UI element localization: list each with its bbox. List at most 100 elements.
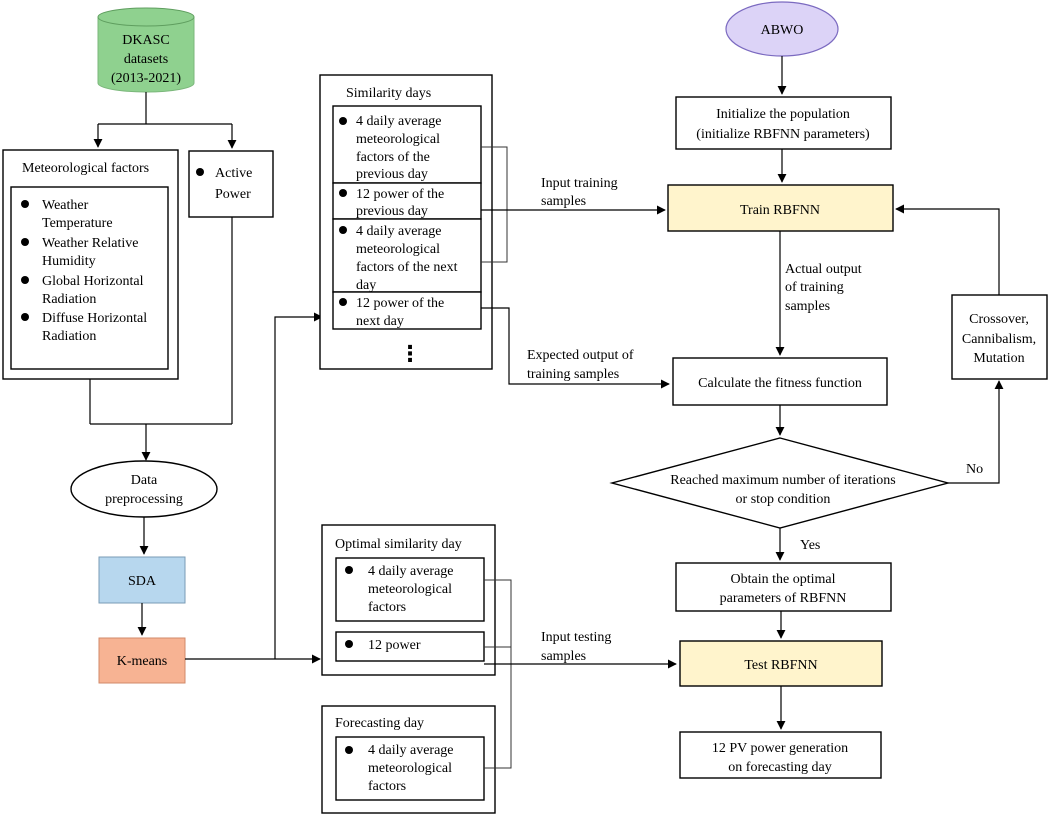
active-power-box: Active Power bbox=[188, 150, 274, 218]
test-rbfnn-box: Test RBFNN bbox=[679, 640, 883, 687]
actual-output-label-2: of training bbox=[785, 280, 844, 295]
forecasting-item-box bbox=[335, 736, 485, 801]
input-testing-label-2: samples bbox=[541, 649, 586, 664]
optimal-item-1-line-3: factors bbox=[368, 600, 406, 615]
bullet-icon bbox=[345, 746, 353, 754]
expected-output-label-2: training samples bbox=[527, 367, 619, 382]
sim-item-4-line-2: next day bbox=[356, 314, 404, 329]
actual-output-label-3: samples bbox=[785, 299, 830, 314]
cylinder-top bbox=[97, 7, 195, 27]
meteorological-inner-box bbox=[10, 186, 169, 370]
decision-line-1: Reached maximum number of iterations bbox=[670, 473, 896, 488]
arrow-no-branch bbox=[948, 380, 1004, 484]
sim-item-3-line-4: day bbox=[356, 278, 376, 293]
crossover-box: Crossover, Cannibalism, Mutation bbox=[951, 294, 1048, 380]
optimal-item-1-line-1: 4 daily average bbox=[368, 564, 454, 579]
similarity-days-box: Similarity days 4 daily average meteorol… bbox=[319, 74, 493, 370]
sim-item-1-line-4: previous day bbox=[356, 167, 428, 182]
optimal-item-box bbox=[335, 557, 485, 622]
expected-output-label-1: Expected output of bbox=[527, 348, 634, 363]
kmeans-label: K-means bbox=[117, 654, 168, 669]
bullet-icon bbox=[21, 200, 29, 208]
sim-item-3-line-3: factors of the next bbox=[356, 260, 458, 275]
crossover-line-2: Cannibalism, bbox=[962, 332, 1036, 347]
bullet-icon bbox=[21, 276, 29, 284]
met-item-1-line-2: Temperature bbox=[42, 216, 113, 231]
optimal-day-title: Optimal similarity day bbox=[335, 537, 462, 552]
sim-item-3-line-2: meteorological bbox=[356, 242, 440, 257]
abwo-node: ABWO bbox=[725, 1, 839, 57]
fitness-function-box: Calculate the fitness function bbox=[672, 357, 888, 406]
bullet-icon bbox=[345, 640, 353, 648]
met-item-4-line-1: Diffuse Horizontal bbox=[42, 311, 147, 326]
optimal-item-2-line-1: 12 power bbox=[368, 638, 421, 653]
active-power-line-2: Power bbox=[215, 187, 251, 202]
similarity-item-box bbox=[332, 105, 482, 184]
initialize-population-box: Initialize the population (initialize RB… bbox=[675, 96, 892, 150]
sim-item-3-line-1: 4 daily average bbox=[356, 224, 442, 239]
bullet-icon bbox=[196, 168, 204, 176]
actual-output-label-1: Actual output bbox=[785, 262, 862, 277]
meteorological-factors-box: Meteorological factors Weather Temperatu… bbox=[2, 149, 179, 380]
input-training-label-2: samples bbox=[541, 194, 586, 209]
met-item-2-line-1: Weather Relative bbox=[42, 236, 138, 251]
sda-label: SDA bbox=[128, 574, 157, 589]
kmeans-box: K-means bbox=[98, 637, 186, 684]
no-label: No bbox=[966, 462, 983, 477]
bullet-icon bbox=[345, 566, 353, 574]
obtain-line-1: Obtain the optimal bbox=[731, 572, 836, 587]
dataset-line-1: DKASC bbox=[122, 33, 169, 48]
yes-label: Yes bbox=[800, 538, 820, 553]
train-rbfnn-box: Train RBFNN bbox=[667, 184, 894, 232]
sim-item-1-line-2: meteorological bbox=[356, 132, 440, 147]
forecasting-item-1-line-3: factors bbox=[368, 779, 406, 794]
sda-box: SDA bbox=[98, 556, 186, 604]
bracket-test-inputs bbox=[484, 579, 512, 769]
optimal-similarity-day-box: Optimal similarity day 4 daily average m… bbox=[321, 524, 496, 676]
crossover-line-3: Mutation bbox=[973, 351, 1024, 366]
initialize-line-1: Initialize the population bbox=[716, 107, 850, 122]
similarity-item-box bbox=[332, 291, 482, 330]
sim-item-1-line-1: 4 daily average bbox=[356, 114, 442, 129]
met-item-3-line-2: Radiation bbox=[42, 292, 96, 307]
initialize-line-2: (initialize RBFNN parameters) bbox=[696, 127, 870, 142]
input-training-label-1: Input training bbox=[541, 176, 618, 191]
bullet-icon bbox=[339, 226, 347, 234]
preprocessing-line-1: Data bbox=[131, 473, 158, 488]
bullet-icon bbox=[339, 189, 347, 197]
pv-output-box: 12 PV power generation on forecasting da… bbox=[679, 731, 882, 779]
similarity-item-box bbox=[332, 182, 482, 220]
obtain-optimal-box: Obtain the optimal parameters of RBFNN bbox=[675, 562, 892, 612]
meteorological-title: Meteorological factors bbox=[22, 161, 149, 176]
similarity-item-box bbox=[332, 218, 482, 293]
bullet-icon bbox=[339, 117, 347, 125]
abwo-label: ABWO bbox=[761, 23, 804, 38]
arrow-expected-output bbox=[481, 307, 670, 389]
met-item-1-line-1: Weather bbox=[42, 198, 89, 213]
sim-item-2-line-1: 12 power of the bbox=[356, 187, 444, 202]
forecasting-day-box: Forecasting day 4 daily average meteorol… bbox=[321, 705, 496, 814]
decision-line-2: or stop condition bbox=[736, 492, 831, 507]
met-item-4-line-2: Radiation bbox=[42, 329, 96, 344]
train-label: Train RBFNN bbox=[740, 203, 820, 218]
ellipsis-icon: ⋮ bbox=[399, 342, 421, 367]
obtain-line-2: parameters of RBFNN bbox=[720, 591, 847, 606]
forecasting-item-1-line-1: 4 daily average bbox=[368, 743, 454, 758]
forecasting-day-title: Forecasting day bbox=[335, 716, 424, 731]
arrow-crossover-to-train bbox=[895, 204, 1000, 295]
output-line-1: 12 PV power generation bbox=[712, 741, 848, 756]
stop-condition-decision: Reached maximum number of iterations or … bbox=[609, 437, 951, 529]
met-item-3-line-1: Global Horizontal bbox=[42, 274, 144, 289]
met-item-2-line-2: Humidity bbox=[42, 254, 96, 269]
cylinder-body bbox=[97, 17, 195, 93]
input-testing-label-1: Input testing bbox=[541, 630, 611, 645]
active-power-line-1: Active bbox=[215, 166, 252, 181]
optimal-item-box bbox=[335, 631, 485, 662]
fitness-label: Calculate the fitness function bbox=[698, 376, 862, 391]
dataset-line-3: (2013-2021) bbox=[111, 71, 181, 86]
bullet-icon bbox=[21, 238, 29, 246]
arrow-kmeans-to-similarity-days bbox=[274, 312, 323, 659]
sim-item-2-line-2: previous day bbox=[356, 204, 428, 219]
preprocessing-line-2: preprocessing bbox=[105, 492, 183, 507]
